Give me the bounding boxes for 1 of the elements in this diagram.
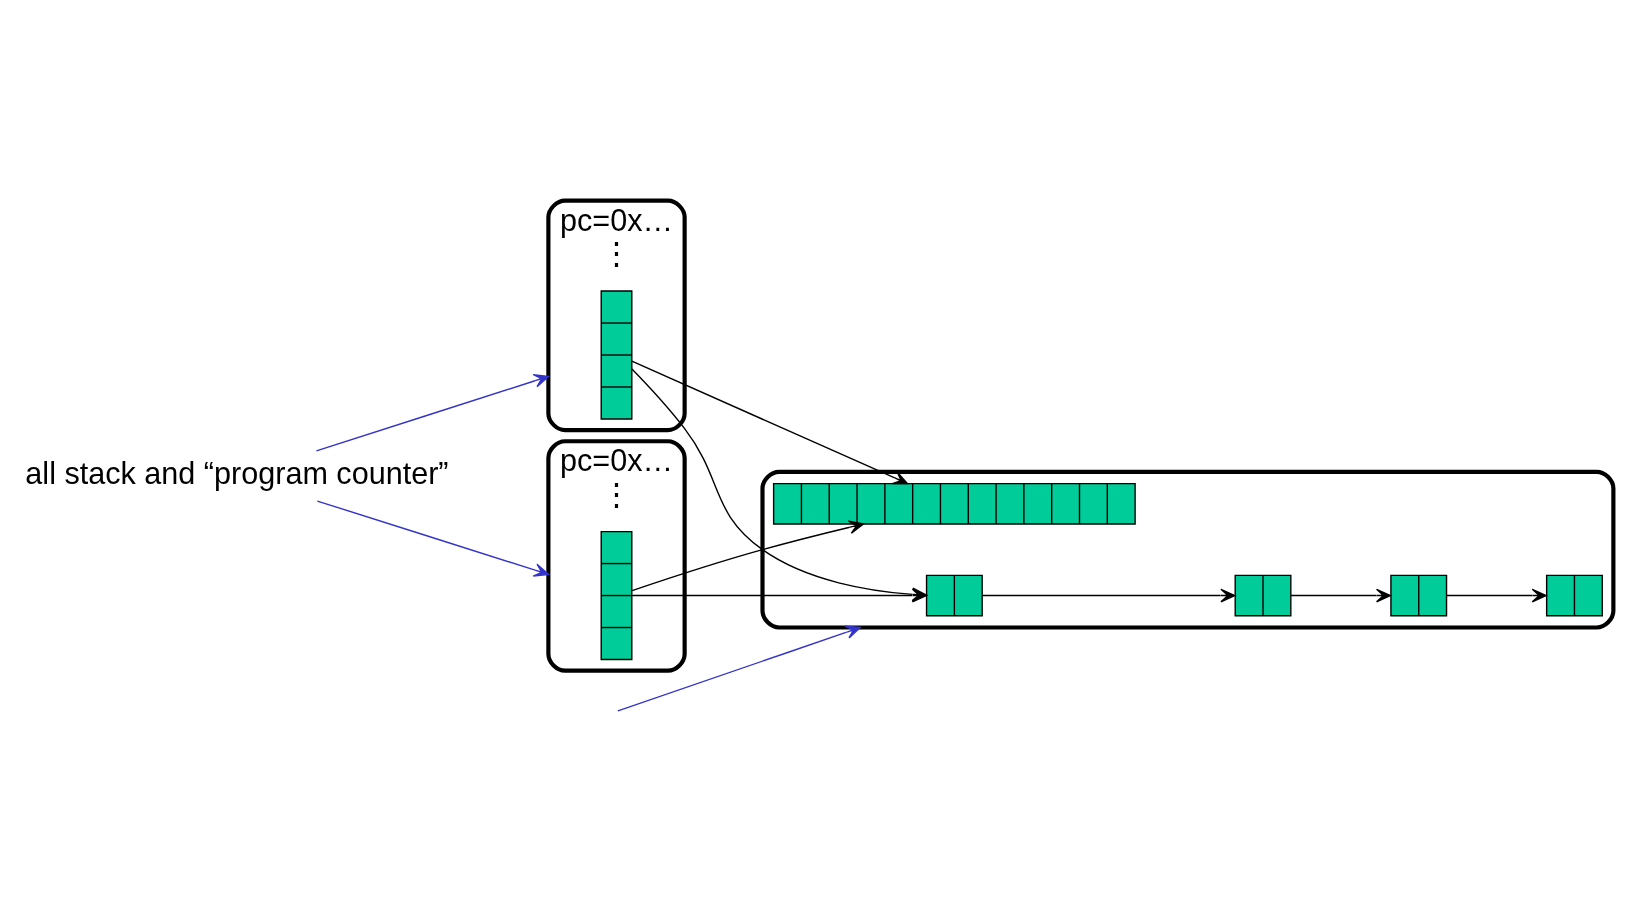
node-text: all stack and “program counter” <box>25 455 449 490</box>
